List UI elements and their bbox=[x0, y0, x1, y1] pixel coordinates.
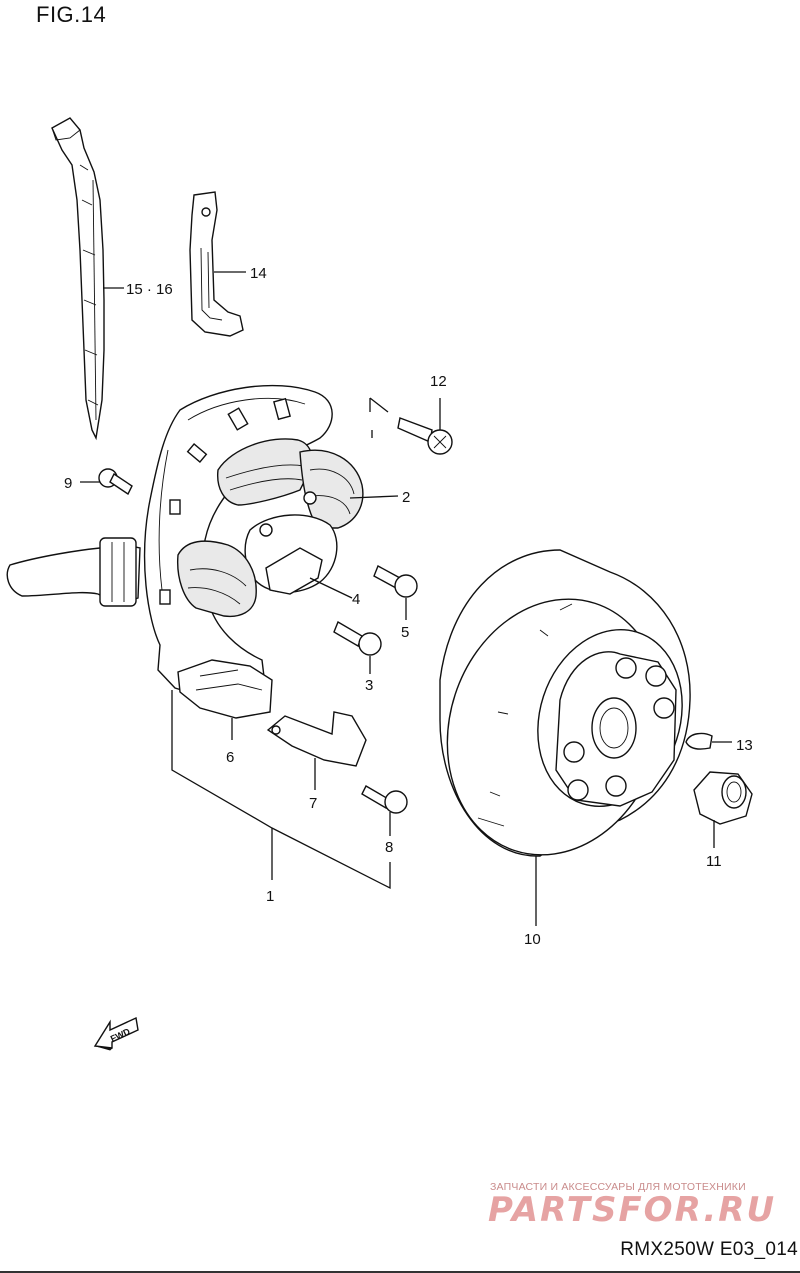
cable-tie-part bbox=[51, 117, 105, 441]
screw-3 bbox=[333, 620, 382, 656]
figure-code: RMX250W E03_014 bbox=[620, 1239, 798, 1260]
screw-12 bbox=[369, 397, 453, 455]
callout-3: 3 bbox=[365, 677, 373, 694]
callout-4: 4 bbox=[352, 591, 360, 608]
callout-6: 6 bbox=[226, 749, 234, 766]
screw-9 bbox=[98, 468, 133, 496]
figure-title: FIG.14 bbox=[36, 2, 107, 27]
callout-10: 10 bbox=[524, 931, 541, 948]
leader-4 bbox=[309, 577, 353, 599]
nut-part-11 bbox=[693, 771, 753, 825]
key-part-13 bbox=[685, 732, 713, 750]
callout-8: 8 bbox=[385, 839, 393, 856]
stator-assembly bbox=[6, 384, 364, 719]
watermark-brand: PARTSFOR.RU bbox=[488, 1190, 777, 1230]
callout-12: 12 bbox=[430, 373, 447, 390]
callout-2: 2 bbox=[402, 489, 410, 506]
screw-8 bbox=[361, 785, 408, 814]
callout-14: 14 bbox=[250, 265, 267, 282]
screw-5 bbox=[373, 565, 418, 598]
callout-13: 13 bbox=[736, 737, 753, 754]
callout-1: 1 bbox=[266, 888, 274, 905]
flywheel-rotor bbox=[439, 549, 691, 857]
callout-7: 7 bbox=[309, 795, 317, 812]
callout-9: 9 bbox=[64, 475, 72, 492]
clamp-part bbox=[189, 191, 244, 337]
bracket-part-7 bbox=[266, 711, 367, 767]
callout-5: 5 bbox=[401, 624, 409, 641]
bottom-border bbox=[0, 1271, 800, 1273]
watermark-tagline: ЗАПЧАСТИ И АКСЕССУАРЫ ДЛЯ МОТОТЕХНИКИ bbox=[490, 1181, 746, 1193]
callout-11: 11 bbox=[706, 853, 722, 870]
leader-2 bbox=[349, 495, 399, 499]
forward-arrow-icon: FWD bbox=[93, 1016, 139, 1051]
callout-15-16: 15 · 16 bbox=[126, 281, 173, 298]
